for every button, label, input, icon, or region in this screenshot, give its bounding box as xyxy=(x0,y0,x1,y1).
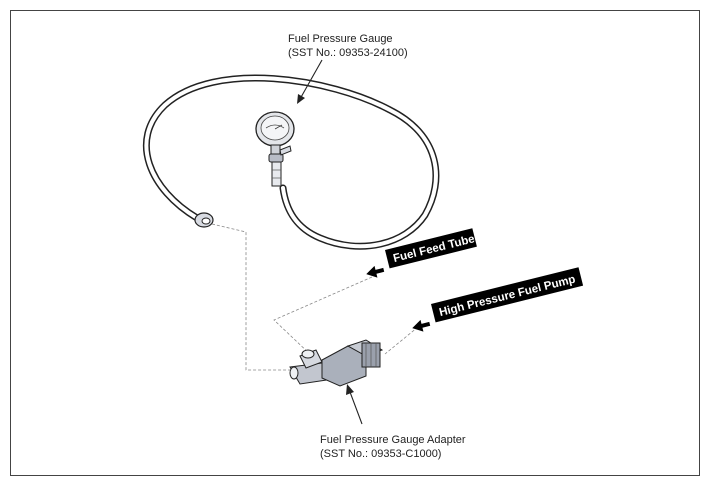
hose-end-fitting xyxy=(194,212,214,228)
adapter-leader xyxy=(346,384,363,425)
gauge-hose xyxy=(143,74,440,250)
gauge-adapter xyxy=(289,339,384,387)
adapter-sst-number: (SST No.: 09353-C1000) xyxy=(320,448,442,460)
diagram-frame xyxy=(10,10,700,476)
callout-high-pressure-fuel-pump-text: High Pressure Fuel Pump xyxy=(438,274,577,320)
gauge-label: Fuel Pressure Gauge (SST No.: 09353-2410… xyxy=(288,32,408,60)
callout-fuel-feed-tube: Fuel Feed Tube xyxy=(366,228,477,278)
pressure-gauge xyxy=(255,111,295,187)
adapter-label: Fuel Pressure Gauge Adapter (SST No.: 09… xyxy=(320,433,466,461)
callout-high-pressure-fuel-pump: High Pressure Fuel Pump xyxy=(412,267,584,332)
gauge-leader xyxy=(297,59,323,104)
gauge-name: Fuel Pressure Gauge xyxy=(288,33,393,45)
connection-lines xyxy=(211,223,419,371)
adapter-name: Fuel Pressure Gauge Adapter xyxy=(320,434,466,446)
gauge-sst-number: (SST No.: 09353-24100) xyxy=(288,47,408,59)
